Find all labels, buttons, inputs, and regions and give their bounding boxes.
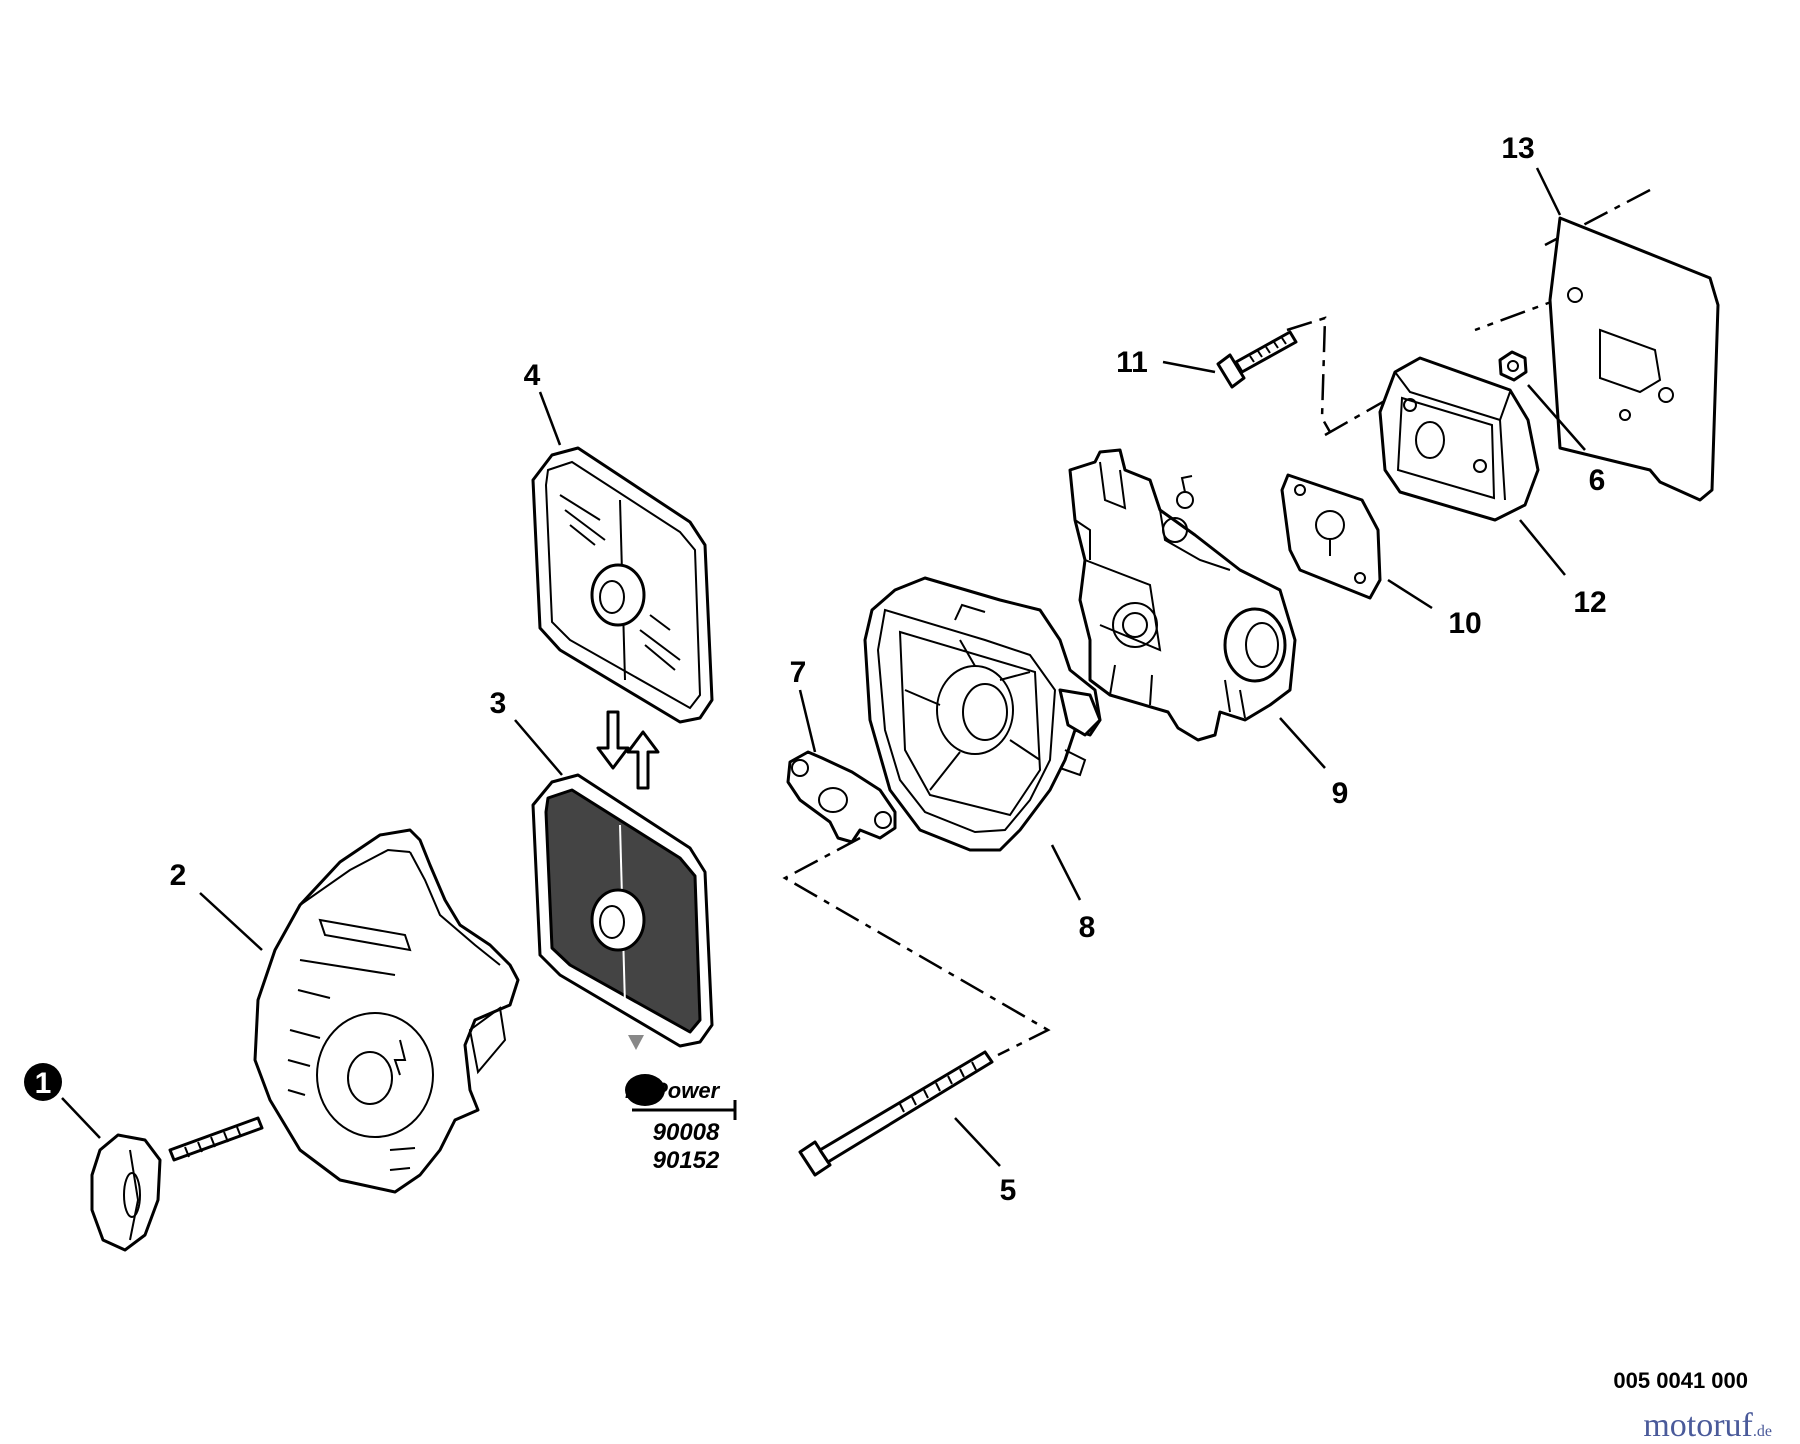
watermark-name: motoruf: [1643, 1407, 1753, 1444]
down-arrow-icon: [628, 1035, 644, 1050]
callout-9: 9: [1332, 777, 1349, 810]
repower-logo-badge: [625, 1074, 665, 1106]
svg-text:motoruf.de: motoruf.de: [1643, 1407, 1772, 1444]
bolt-11: [1216, 330, 1298, 389]
callout-4: 4: [524, 359, 541, 392]
carburetor-9: [1068, 448, 1297, 742]
filter-element-4: [531, 446, 714, 724]
callout-12: 12: [1573, 586, 1606, 619]
callout-1: 1: [24, 1063, 62, 1101]
insulator-12: [1378, 356, 1540, 522]
filter-housing-8: [863, 576, 1102, 852]
callout-7: 7: [790, 656, 807, 689]
callout-13: 13: [1501, 132, 1534, 165]
watermark-suffix: .de: [1753, 1423, 1772, 1440]
callout-3: 3: [490, 687, 507, 720]
cover-2: [253, 828, 520, 1194]
repower-code-1: 90008: [653, 1119, 720, 1146]
callout-8: 8: [1079, 911, 1096, 944]
plate-7: [786, 750, 897, 844]
leader-lines: [61, 167, 1586, 1167]
callout-numbers: 1 2 3 4 5 6 7 8 9 10 11 12 13: [24, 132, 1607, 1207]
gasket-10: [1280, 473, 1382, 600]
exchange-arrows-icon: [596, 710, 660, 790]
svg-text:1: 1: [35, 1067, 52, 1100]
callout-6: 6: [1589, 464, 1606, 497]
repower-underline: [632, 1100, 737, 1120]
repower-code-2: 90152: [653, 1147, 720, 1174]
callout-2: 2: [170, 859, 187, 892]
repower-label: RePower 90008 90152: [625, 1035, 737, 1174]
knob-1: [90, 1116, 264, 1252]
watermark: motoruf.de: [1643, 1407, 1772, 1444]
callout-11: 11: [1116, 346, 1148, 379]
nut-6: [1498, 350, 1528, 382]
callout-10: 10: [1448, 607, 1481, 640]
gasket-13: [1548, 216, 1720, 502]
repower-logo-text: RePower: [625, 1078, 721, 1103]
bolt-5: [798, 1050, 994, 1177]
callout-5: 5: [1000, 1174, 1017, 1207]
filter-element-3: [531, 773, 714, 1048]
drawing-reference: 005 0041 000: [1613, 1368, 1748, 1393]
